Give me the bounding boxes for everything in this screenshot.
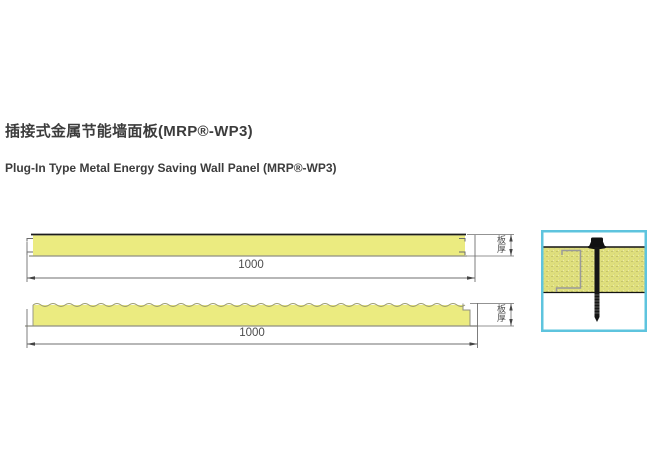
panel1-right-bottom-joint <box>459 251 466 255</box>
panel2-width-value: 1000 <box>239 327 265 339</box>
arrow-left-icon <box>27 342 35 346</box>
page-title-chinese: 插接式金属节能墙面板(MRP®-WP3) <box>5 123 253 140</box>
detail-core-texture <box>543 247 645 293</box>
panel2-width-dimension <box>26 303 478 348</box>
screw-head <box>589 240 605 247</box>
arrow-right-icon <box>467 276 475 280</box>
panel2-ribbed-top-sheet <box>32 303 466 307</box>
page-title-english: Plug-In Type Metal Energy Saving Wall Pa… <box>5 161 337 175</box>
arrow-right-icon <box>469 342 478 346</box>
arrow-left-icon <box>27 276 35 280</box>
panel2-thickness-label: 板厚 <box>496 304 506 322</box>
panel2-right-step-joint <box>462 303 471 326</box>
panel2-section-drawing <box>25 303 514 348</box>
arrow-up-icon <box>509 234 513 242</box>
panel1-width-value: 1000 <box>238 259 264 271</box>
screw-shaft <box>594 247 600 317</box>
panel1-section-drawing <box>26 233 514 282</box>
panel1-thickness-dimension <box>467 234 514 257</box>
panel1-left-bottom-joint <box>26 251 33 255</box>
panel2-body <box>25 303 478 327</box>
arrow-down-icon <box>509 319 513 326</box>
arrow-down-icon <box>509 249 513 256</box>
panel1-body <box>26 233 467 257</box>
c-channel-clip-icon <box>555 249 582 292</box>
screw-threads <box>594 294 600 314</box>
detail-panel-core <box>543 246 645 294</box>
panel1-right-top-joint <box>459 238 466 242</box>
arrow-up-icon <box>509 303 513 311</box>
panel1-thickness-label: 板厚 <box>496 235 506 253</box>
screw-tip <box>594 317 600 322</box>
panel1-core <box>33 235 465 256</box>
hex-screw-icon <box>587 237 607 322</box>
panel2-core <box>33 305 470 326</box>
panel1-width-dimension <box>26 235 476 282</box>
panel2-thickness-dimension <box>470 303 514 327</box>
panel1-left-top-joint <box>26 238 33 242</box>
screw-fixing-detail-box <box>541 230 647 332</box>
